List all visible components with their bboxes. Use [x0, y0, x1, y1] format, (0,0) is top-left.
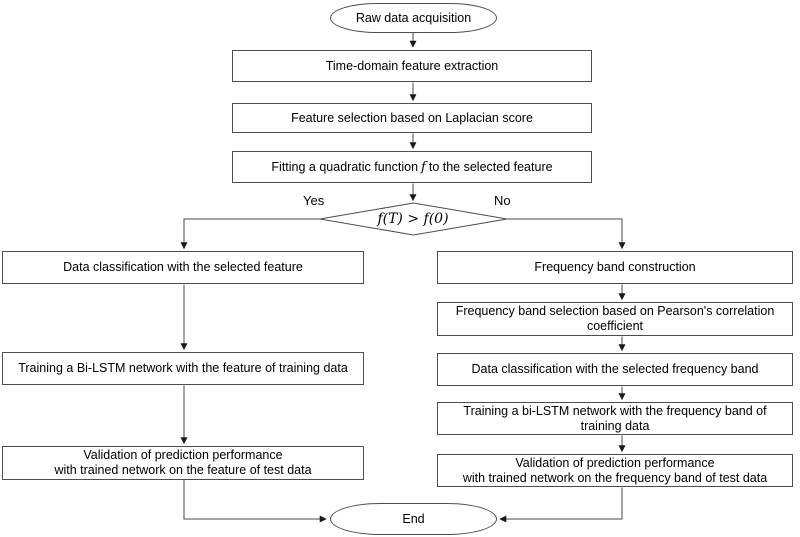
process-left-validation: Validation of prediction performance wit…	[2, 446, 364, 480]
process-label: Data classification with the selected fe…	[63, 260, 303, 274]
decision-yes-label: Yes	[303, 193, 325, 208]
decision-condition: f(T) > f(0)	[377, 211, 449, 227]
process-label-line2: coefficient	[586, 319, 644, 333]
math-symbol-f: f	[421, 159, 426, 175]
process-label: Training a Bi-LSTM network with the feat…	[18, 361, 348, 375]
process-right-frequency-band-selection: Frequency band selection based on Pearso…	[437, 302, 793, 336]
process-time-domain-feature-extraction: Time-domain feature extraction	[232, 50, 592, 82]
process-label: Time-domain feature extraction	[325, 58, 499, 73]
process-label-line1: Validation of prediction performance	[83, 448, 283, 462]
decision-diamond-shape	[319, 202, 508, 236]
connector-left-to-end	[183, 480, 327, 523]
process-label-line2: with trained network on the feature of t…	[54, 463, 312, 477]
process-right-data-classification: Data classification with the selected fr…	[437, 353, 793, 386]
process-label-line1: Frequency band selection based on Pearso…	[455, 304, 775, 318]
start-terminator: Raw data acquisition	[330, 3, 497, 33]
process-feature-selection-laplacian: Feature selection based on Laplacian sco…	[232, 103, 592, 133]
process-label-line1: Training a bi-LSTM network with the freq…	[463, 403, 767, 418]
connector-decision-yes	[180, 218, 320, 250]
process-right-train-bilstm: Training a bi-LSTM network with the freq…	[437, 402, 793, 435]
process-right-frequency-band-construction: Frequency band construction	[437, 251, 793, 284]
process-label-line2: training data	[580, 418, 650, 433]
process-label-line2: with trained network on the frequency ba…	[462, 470, 768, 485]
process-label-line1: Validation of prediction performance	[515, 455, 715, 470]
process-label-prefix: Fitting a quadratic function	[271, 159, 419, 174]
connector-right-to-end	[499, 487, 623, 523]
process-right-validation: Validation of prediction performance wit…	[437, 454, 793, 487]
end-terminator: End	[330, 503, 497, 535]
process-left-data-classification: Data classification with the selected fe…	[2, 251, 364, 284]
process-left-train-bilstm: Training a Bi-LSTM network with the feat…	[2, 352, 364, 385]
decision-no-label: No	[494, 193, 511, 208]
process-label: Frequency band construction	[534, 260, 696, 274]
process-label-suffix: to the selected feature	[428, 159, 553, 174]
connector-decision-no	[507, 218, 626, 250]
process-label: Feature selection based on Laplacian sco…	[291, 110, 533, 125]
start-label: Raw data acquisition	[355, 10, 472, 25]
process-label: Data classification with the selected fr…	[471, 362, 759, 376]
end-label: End	[402, 511, 425, 526]
